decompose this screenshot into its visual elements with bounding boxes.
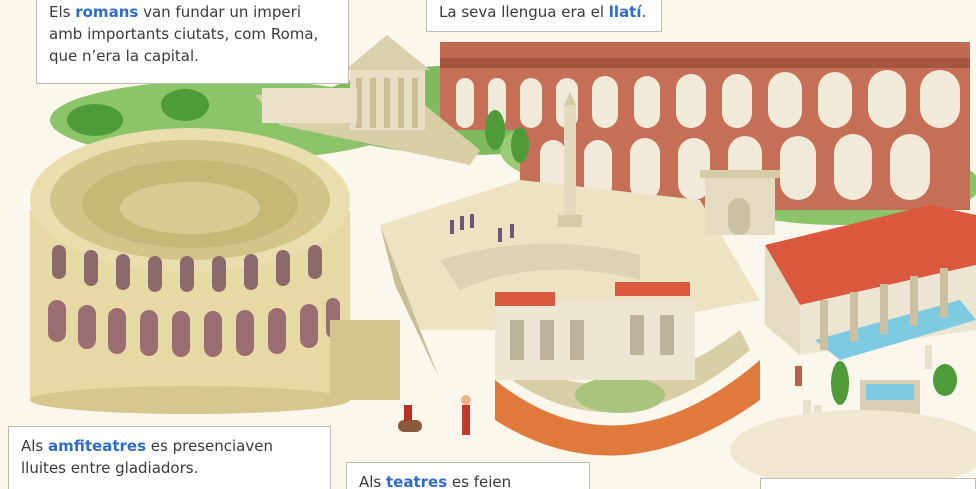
roman-baths <box>765 205 976 420</box>
amphitheatre <box>30 128 400 414</box>
temple <box>255 35 480 165</box>
callout-amphitheatres-keyword: amfiteatres <box>48 437 147 455</box>
callout-amphitheatres-part2: es presenciaven <box>146 437 273 455</box>
callout-theatres: Als teatres es feien <box>346 462 590 489</box>
callout-romans-part2: van fundar un imperi <box>138 3 301 21</box>
callout-amphitheatres-part1: Als <box>21 437 49 455</box>
callout-romans-part1: Els <box>49 3 76 21</box>
callout-language-keyword: llatí <box>608 3 642 21</box>
callout-empty-bottom-right <box>760 478 976 489</box>
theatre <box>440 243 760 456</box>
callout-language: La seva llengua era el llatí. <box>426 0 662 32</box>
callout-amphitheatres: Als amfiteatres es presenciaven lluites … <box>8 426 331 489</box>
callout-romans: Els romans van fundar un imperi amb impo… <box>36 0 349 84</box>
callout-amphitheatres-line2: lluites entre gladiadors. <box>21 459 199 477</box>
callout-theatres-part1: Als <box>359 473 387 489</box>
callout-romans-line1: Els romans van fundar un imperi <box>49 1 336 23</box>
callout-romans-line3: que n’era la capital. <box>49 47 199 65</box>
callout-romans-line2: amb importants ciutats, com Roma, <box>49 25 319 43</box>
callout-amphitheatres-line1: Als amfiteatres es presenciaven <box>21 435 318 457</box>
callout-romans-keyword: romans <box>75 3 139 21</box>
callout-language-part1: La seva llengua era el <box>439 3 609 21</box>
triumphal-arch <box>700 170 780 235</box>
callout-theatres-keyword: teatres <box>386 473 448 489</box>
callout-language-part2: . <box>641 3 647 21</box>
callout-theatres-part2: es feien <box>447 473 512 489</box>
